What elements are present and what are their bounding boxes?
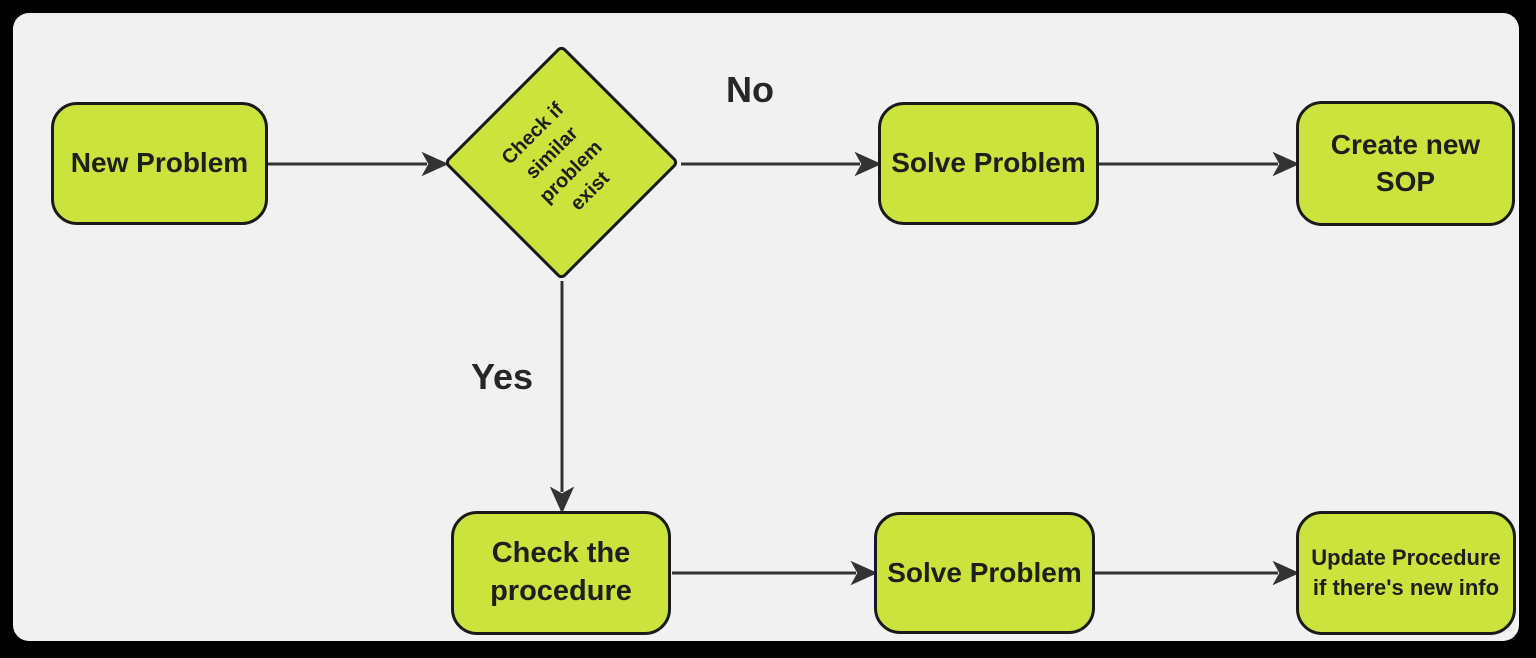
- flowchart-canvas: New Problem Check if similar problem exi…: [13, 13, 1519, 641]
- arrowhead-right-icon: [850, 560, 878, 586]
- node-create-new-sop-label: Create new SOP: [1330, 129, 1481, 197]
- edge-label-yes: Yes: [470, 356, 534, 397]
- arrowhead-down-icon: [549, 486, 575, 514]
- node-check-the-procedure-label: Check the procedure: [490, 537, 632, 607]
- node-solve-problem-top[interactable]: Solve Problem: [878, 102, 1099, 225]
- node-solve-problem-bottom-label: Solve Problem: [887, 556, 1082, 588]
- node-update-procedure[interactable]: Update Procedure if there's new info: [1296, 511, 1516, 635]
- node-new-problem[interactable]: New Problem: [51, 102, 268, 225]
- arrowhead-right-icon: [421, 151, 449, 177]
- arrowhead-right-icon: [854, 151, 882, 177]
- node-update-procedure-label: Update Procedure if there's new info: [1311, 545, 1501, 600]
- node-solve-problem-top-label: Solve Problem: [891, 147, 1086, 179]
- node-create-new-sop[interactable]: Create new SOP: [1296, 101, 1515, 226]
- arrowhead-right-icon: [1272, 151, 1300, 177]
- node-decision-label: Check if similar problem exist: [497, 98, 614, 215]
- edge-label-no: No: [726, 69, 774, 110]
- node-new-problem-label: New Problem: [70, 147, 249, 179]
- node-check-the-procedure[interactable]: Check the procedure: [451, 511, 671, 635]
- arrowhead-right-icon: [1272, 560, 1300, 586]
- node-solve-problem-bottom[interactable]: Solve Problem: [874, 512, 1095, 634]
